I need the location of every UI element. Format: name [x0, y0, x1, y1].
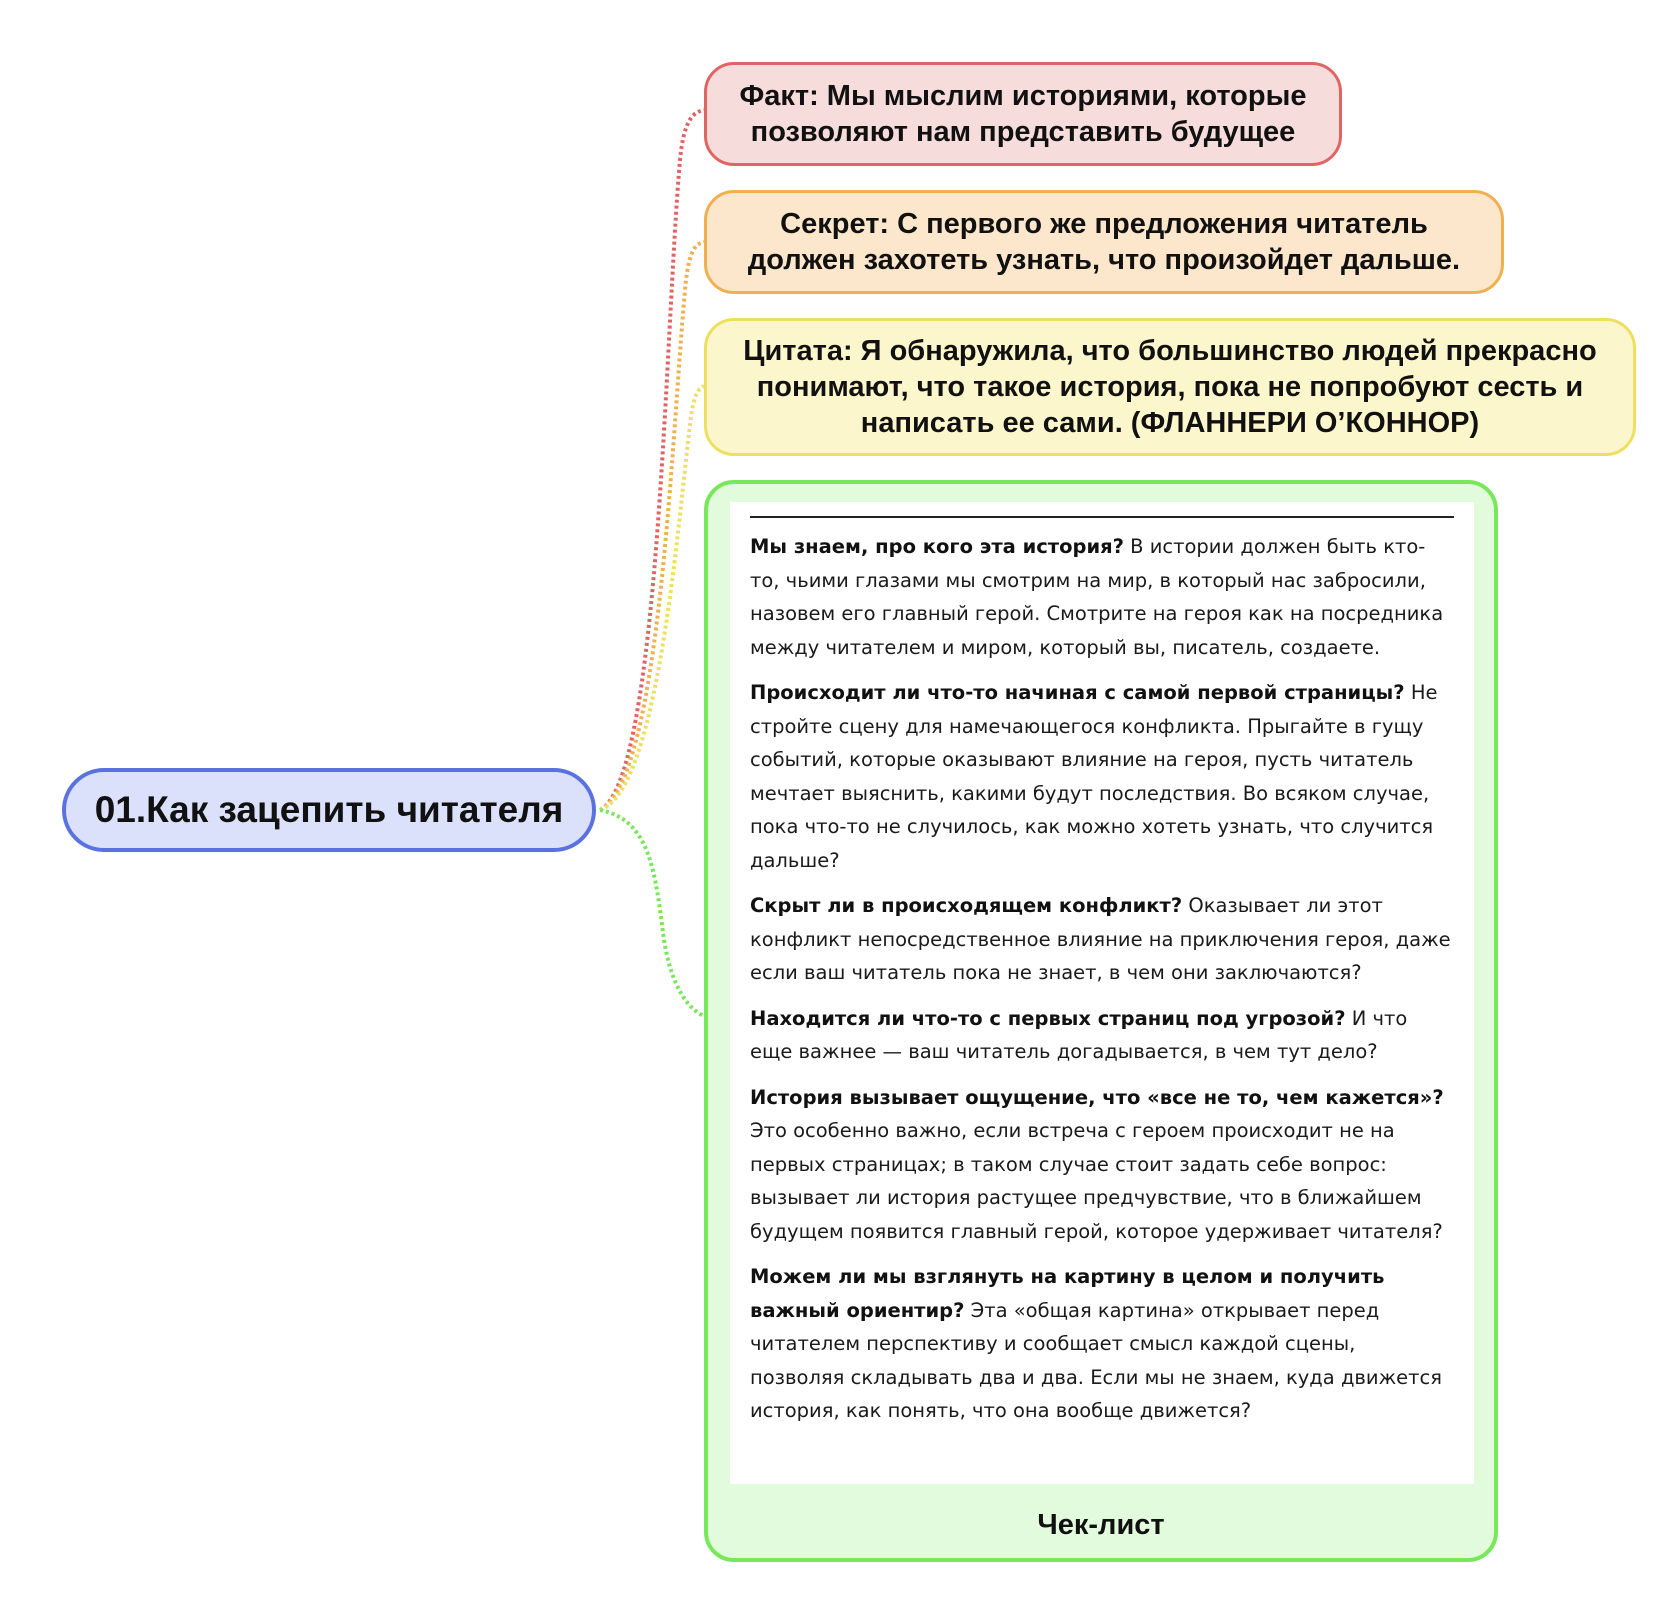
- checklist-answer: И что еще важнее — ваш читатель догадыва…: [750, 1006, 1408, 1064]
- checklist-item: Можем ли мы взглянуть на картину в целом…: [750, 1260, 1454, 1428]
- checklist-item: Находится ли что-то с первых страниц под…: [750, 1002, 1454, 1069]
- checklist-question: Можем ли мы взглянуть на картину в целом…: [750, 1265, 1385, 1322]
- checklist-answer: Не стройте сцену для намечающегося конфл…: [750, 681, 1438, 872]
- checklist-answer: В истории должен быть кто-то, чьими глаз…: [750, 535, 1444, 659]
- checklist-question: Находится ли что-то с первых страниц под…: [750, 1006, 1346, 1030]
- checklist-answer: Оказывает ли этот конфликт непосредствен…: [750, 894, 1451, 984]
- connector-quote: [599, 384, 705, 812]
- central-topic-label: 01.Как зацепить читателя: [94, 789, 564, 830]
- checklist-item: Мы знаем, про кого эта история? В истори…: [750, 530, 1454, 664]
- checklist-item: История вызывает ощущение, что «все не т…: [750, 1081, 1454, 1249]
- checklist-node[interactable]: Мы знаем, про кого эта история? В истори…: [704, 480, 1498, 1562]
- checklist-content: Мы знаем, про кого эта история? В истори…: [730, 502, 1474, 1484]
- secret-node[interactable]: Секрет: С первого же предложения читател…: [704, 190, 1504, 294]
- fact-node[interactable]: Факт: Мы мыслим историями, которые позво…: [704, 62, 1342, 166]
- checklist-divider: [750, 516, 1454, 518]
- central-topic[interactable]: 01.Как зацепить читателя: [62, 768, 596, 852]
- checklist-item: Скрыт ли в происходящем конфликт? Оказыв…: [750, 889, 1454, 990]
- checklist-item: Происходит ли что-то начиная с самой пер…: [750, 676, 1454, 877]
- checklist-question: Скрыт ли в происходящем конфликт?: [750, 894, 1183, 917]
- checklist-question: История вызывает ощущение, что «все не т…: [750, 1085, 1444, 1109]
- connector-checklist: [599, 808, 705, 1018]
- checklist-question: Мы знаем, про кого эта история?: [750, 535, 1124, 558]
- checklist-answer: Эта «общая картина» открывает перед чита…: [750, 1298, 1442, 1423]
- connector-secret: [599, 240, 705, 812]
- checklist-title: Чек-лист: [1037, 1509, 1165, 1541]
- checklist-answer: Это особенно важно, если встреча с герое…: [750, 1119, 1443, 1243]
- quote-node[interactable]: Цитата: Я обнаружила, что большинство лю…: [704, 318, 1636, 456]
- checklist-question: Происходит ли что-то начиная с самой пер…: [750, 681, 1405, 704]
- fact-text: Факт: Мы мыслим историями, которые позво…: [739, 80, 1307, 148]
- quote-text: Цитата: Я обнаружила, что большинство лю…: [743, 335, 1597, 439]
- secret-text: Секрет: С первого же предложения читател…: [747, 208, 1461, 276]
